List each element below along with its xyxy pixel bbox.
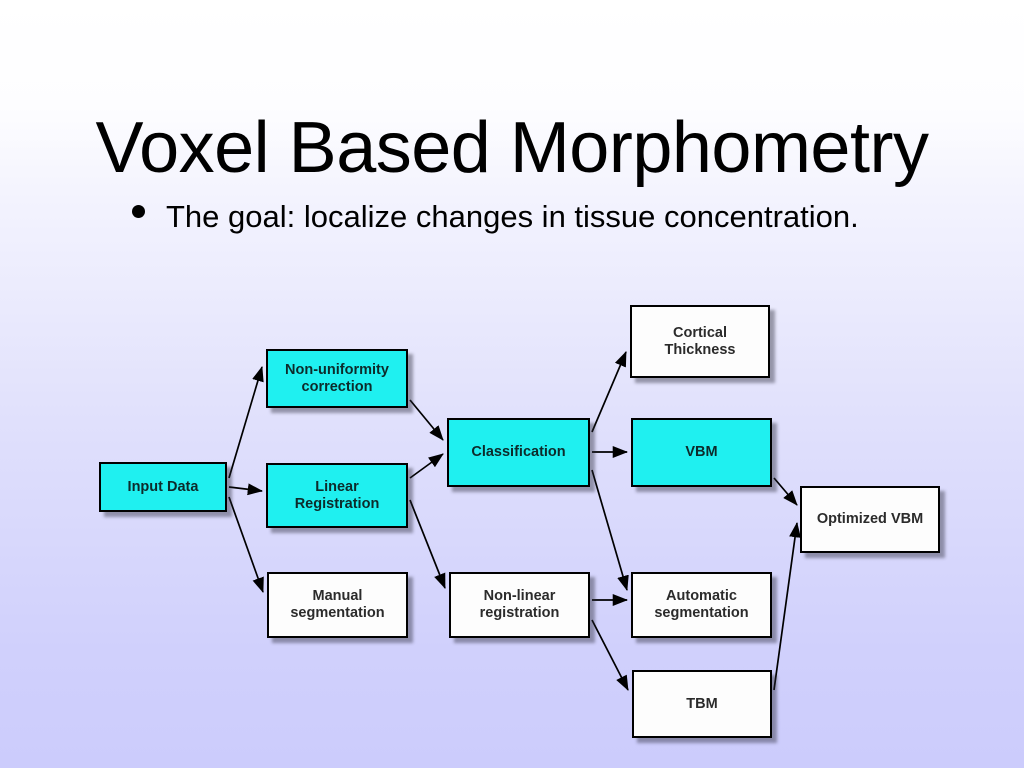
diagram-arrow-input-data-to-linear-registration [228, 483, 264, 496]
diagram-arrow-input-data-to-manual-segmentation [228, 496, 264, 593]
diagram-node-label: Optimized VBM [816, 511, 924, 527]
diagram-node-optimized-vbm[interactable]: Optimized VBM [800, 486, 940, 553]
diagram-arrow-non-uniformity-to-classification [409, 399, 444, 441]
diagram-node-tbm[interactable]: TBM [632, 670, 772, 738]
diagram-arrow-tbm-to-optimized-vbm [773, 521, 801, 691]
diagram-arrow-non-linear-registration-to-tbm [591, 619, 629, 691]
diagram-node-manual-segmentation[interactable]: Manual segmentation [267, 572, 408, 638]
diagram-arrow-linear-registration-to-non-linear-registration [409, 499, 446, 589]
diagram-node-label: Non-uniformity correction [285, 361, 389, 395]
bullet-item-label: The goal: localize changes in tissue con… [166, 199, 859, 234]
diagram-node-linear-registration[interactable]: Linear Registration [266, 463, 408, 528]
bullet-list: The goal: localize changes in tissue con… [122, 196, 882, 238]
page-title: Voxel Based Morphometry [95, 108, 929, 189]
diagram-node-label: Non-linear registration [479, 588, 560, 621]
diagram-node-label: Input Data [127, 478, 199, 495]
diagram-node-label: TBM [686, 695, 718, 712]
diagram-node-label: Automatic segmentation [654, 588, 749, 621]
diagram-node-label: Linear Registration [294, 478, 380, 512]
bullet-item: The goal: localize changes in tissue con… [122, 196, 882, 238]
diagram-edges [228, 351, 801, 691]
diagram-node-input-data[interactable]: Input Data [99, 462, 227, 512]
diagram-node-label: Classification [471, 444, 566, 460]
diagram-node-vbm[interactable]: VBM [631, 418, 772, 487]
diagram-node-classification[interactable]: Classification [447, 418, 590, 487]
diagram-node-label: Cortical Thickness [664, 324, 736, 358]
diagram-node-automatic-segmentation[interactable]: Automatic segmentation [631, 572, 772, 638]
bullet-dot-icon [132, 205, 145, 218]
diagram-arrow-linear-registration-to-classification [409, 453, 444, 479]
diagram-node-label: Manual segmentation [290, 588, 385, 621]
diagram-arrow-input-data-to-non-uniformity [228, 366, 264, 479]
diagram-node-label: VBM [685, 444, 718, 460]
diagram-arrow-vbm-to-optimized-vbm [773, 477, 798, 506]
diagram-arrow-classification-to-automatic-segmentation [591, 469, 629, 591]
diagram-node-non-linear-registration[interactable]: Non-linear registration [449, 572, 590, 638]
diagram-node-cortical-thickness[interactable]: Cortical Thickness [630, 305, 770, 378]
diagram-arrow-classification-to-cortical-thickness [591, 351, 627, 433]
diagram-node-non-uniformity[interactable]: Non-uniformity correction [266, 349, 408, 408]
